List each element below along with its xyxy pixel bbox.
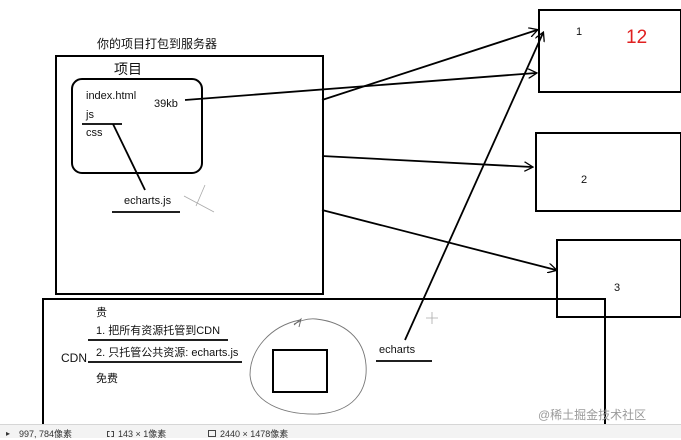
- scribble-mark: [183, 184, 215, 213]
- arrow-echarts-to-server-1: [404, 33, 543, 341]
- server-1-value: 12: [626, 27, 648, 48]
- image-size-icon: [208, 430, 216, 437]
- arrow-project-to-server-1: [321, 30, 537, 101]
- server-box-1: [538, 9, 681, 93]
- image-size-text: 2440 × 1478像素: [220, 429, 289, 439]
- status-selection-size: 143 × 1像素: [107, 427, 166, 440]
- cdn-label: CDN: [61, 351, 87, 365]
- watermark: @稀土掘金技术社区: [538, 406, 646, 423]
- selection-icon: [107, 430, 114, 437]
- cursor-mark: [293, 317, 302, 328]
- echarts-js-label: echarts.js: [124, 195, 172, 207]
- js-to-echarts-line: [112, 123, 146, 191]
- status-image-size: 2440 × 1478像素: [208, 427, 288, 440]
- watermark-text: @稀土掘金技术社区: [538, 408, 647, 422]
- server-2-label: 2: [581, 174, 588, 186]
- file-js: js: [86, 109, 94, 121]
- server-1-label: 1: [576, 26, 583, 38]
- cdn-expensive: 贵: [96, 307, 107, 319]
- arrow-files-to-server-1: [184, 73, 536, 101]
- status-cursor-position: ▸ 997, 784像素: [6, 427, 72, 440]
- paint-canvas[interactable]: 你的项目打包到服务器 项目 index.html 39kb js css ech…: [0, 0, 681, 424]
- drawing-layer: [42, 9, 681, 424]
- cdn-box: [42, 298, 606, 424]
- server-box-3: [556, 239, 681, 318]
- file-css: css: [86, 127, 103, 139]
- server-3-label: 3: [614, 282, 621, 294]
- project-box: [55, 55, 324, 295]
- arrow-project-to-server-2: [321, 155, 532, 167]
- server-box-2: [535, 132, 681, 212]
- cdn-free: 免费: [96, 373, 118, 385]
- project-label: 项目: [114, 61, 142, 77]
- cdn-option-1: 1. 把所有资源托管到CDN: [96, 325, 221, 337]
- arrow-project-to-server-3: [321, 209, 556, 270]
- crosshair-mark: [426, 312, 438, 324]
- cdn-option-2: 2. 只托管公共资源: echarts.js: [96, 347, 239, 359]
- file-index-html: index.html: [86, 90, 137, 102]
- status-bar: ▸ 997, 784像素 143 × 1像素 2440 × 1478像素: [0, 424, 681, 440]
- cdn-echarts-label: echarts: [379, 344, 416, 356]
- scribble-circle: [249, 318, 367, 415]
- diagram-title: 你的项目打包到服务器: [97, 37, 218, 51]
- cdn-inner-box: [272, 349, 328, 393]
- cursor-arrow-icon: ▸: [6, 428, 11, 438]
- file-size-label: 39kb: [154, 98, 178, 110]
- cursor-pos-text: 997, 784像素: [19, 429, 73, 439]
- selection-size-text: 143 × 1像素: [118, 429, 167, 439]
